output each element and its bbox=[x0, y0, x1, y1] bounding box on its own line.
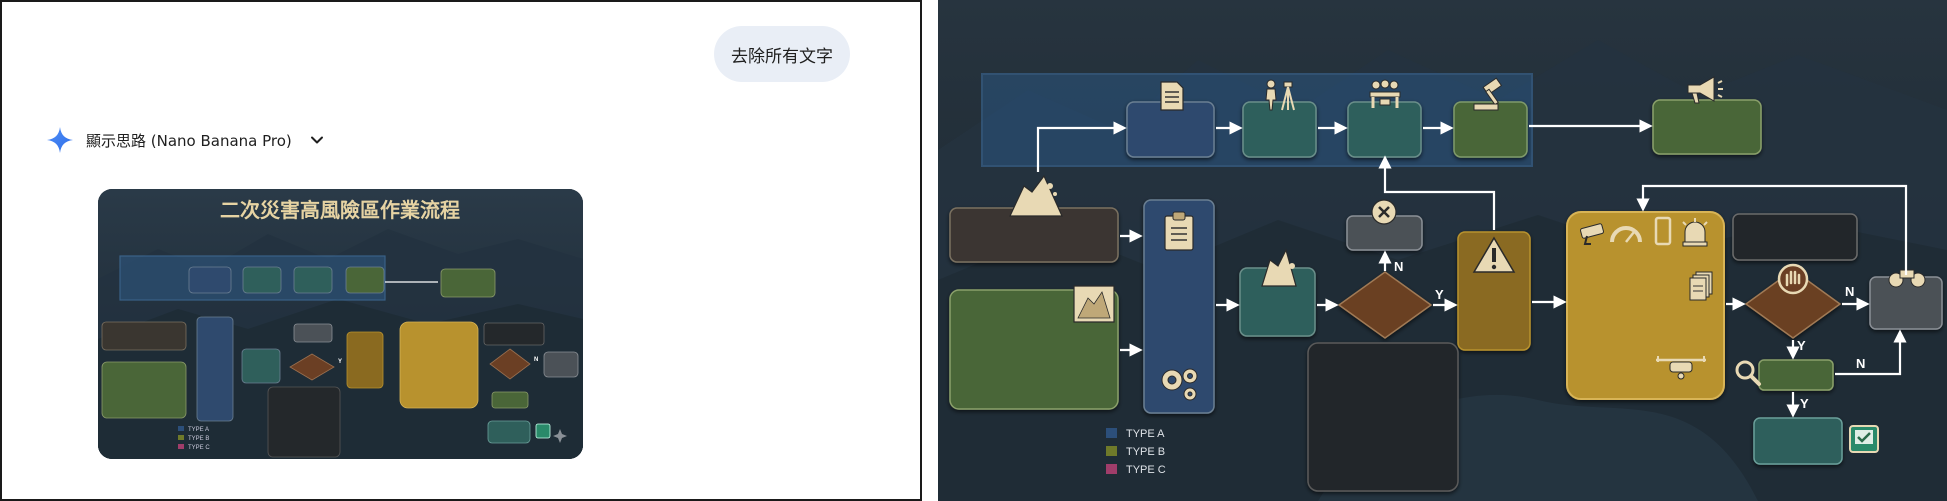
siren-icon bbox=[1682, 218, 1708, 247]
label-n-2: N bbox=[1845, 284, 1854, 299]
thumb-sparkle-icon bbox=[553, 429, 567, 443]
thumb-legend-b: TYPE B bbox=[188, 436, 209, 442]
camera-icon bbox=[1580, 223, 1604, 245]
panel-divider bbox=[922, 0, 938, 501]
gauge-icon bbox=[1610, 226, 1642, 243]
decision-diamond-2 bbox=[1744, 269, 1842, 339]
observation-box bbox=[1869, 276, 1943, 330]
legend-type-b: TYPE B bbox=[1126, 446, 1165, 458]
inspection-box bbox=[1758, 359, 1834, 391]
chevron-down-icon[interactable] bbox=[308, 131, 326, 149]
thumbnail-title: 二次災害高風險區作業流程 bbox=[220, 198, 460, 222]
thumb-label-n: N bbox=[534, 357, 538, 363]
gemini-sparkle-icon bbox=[47, 127, 73, 153]
magnifier-icon bbox=[1735, 360, 1761, 386]
user-message-bubble: 去除所有文字 bbox=[714, 26, 850, 82]
document-icon bbox=[1160, 81, 1184, 111]
completion-box bbox=[1753, 417, 1843, 465]
user-message-text: 去除所有文字 bbox=[731, 46, 833, 67]
landslide-icon bbox=[1009, 174, 1063, 217]
surveyor-icon bbox=[1265, 79, 1295, 111]
clipboard-icon bbox=[1164, 211, 1194, 251]
thumb-legend-c: TYPE C bbox=[188, 445, 210, 451]
close-icon bbox=[1371, 199, 1397, 225]
legend-type-c: TYPE C bbox=[1126, 464, 1166, 476]
label-y-3: Y bbox=[1800, 396, 1809, 411]
generated-image-full: N Y bbox=[938, 0, 1947, 501]
rockfall-icon bbox=[1261, 248, 1297, 287]
thumb-label-y: Y bbox=[338, 359, 342, 365]
thumb-legend-a: TYPE A bbox=[188, 427, 209, 433]
thinking-toggle[interactable]: 顯示思路 (Nano Banana Pro) bbox=[46, 126, 326, 154]
step-box-3 bbox=[1347, 101, 1422, 158]
announce-box bbox=[1652, 99, 1762, 155]
phone-icon bbox=[1654, 216, 1672, 246]
landslide-map-icon bbox=[1073, 285, 1115, 323]
label-n-3: N bbox=[1856, 356, 1865, 371]
empty-dark-box bbox=[1307, 342, 1459, 492]
thinking-label: 顯示思路 (Nano Banana Pro) bbox=[86, 131, 292, 150]
checklist-column bbox=[1143, 199, 1215, 414]
files-icon bbox=[1689, 271, 1713, 301]
warning-box bbox=[1457, 231, 1531, 351]
chat-panel: 去除所有文字 顯示思路 (Nano Banana Pro) bbox=[0, 0, 922, 501]
flowchart-diagram: N Y bbox=[938, 0, 1947, 501]
warning-icon bbox=[1472, 236, 1516, 273]
megaphone-icon bbox=[1687, 76, 1723, 104]
dark-info-box bbox=[1732, 213, 1858, 261]
label-y-1: Y bbox=[1435, 287, 1444, 302]
flow-arrows bbox=[1036, 119, 1908, 418]
decision-diamond-1 bbox=[1337, 271, 1433, 339]
label-n-1: N bbox=[1394, 259, 1403, 274]
legend-type-a: TYPE A bbox=[1126, 428, 1165, 440]
step-box-4 bbox=[1453, 101, 1528, 158]
step-box-2 bbox=[1242, 101, 1317, 158]
label-y-2: Y bbox=[1797, 338, 1806, 353]
checklist-icon bbox=[1849, 425, 1879, 453]
hand-stop-icon bbox=[1777, 263, 1809, 295]
gears-icon bbox=[1161, 368, 1198, 401]
drone-icon bbox=[1656, 356, 1706, 380]
thumbnail-diagram: 二次災害高風險區作業流程 bbox=[98, 189, 583, 459]
monitoring-box bbox=[1566, 211, 1725, 400]
generated-image-thumbnail[interactable]: 二次災害高風險區作業流程 bbox=[98, 189, 583, 459]
meeting-icon bbox=[1369, 79, 1401, 108]
gavel-icon bbox=[1473, 77, 1503, 111]
legend: TYPE A TYPE B TYPE C bbox=[1106, 428, 1166, 476]
